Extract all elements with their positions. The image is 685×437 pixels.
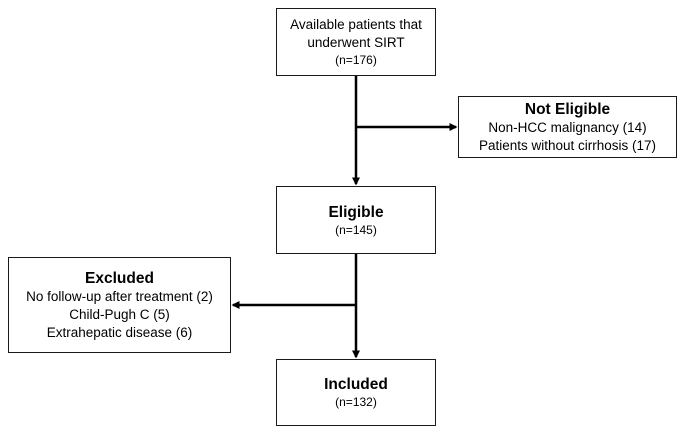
- included-title: Included: [324, 376, 388, 393]
- excluded-item-3: Extrahepatic disease (6): [46, 324, 193, 340]
- eligible-title: Eligible: [328, 203, 384, 221]
- included-box: Included (n=132): [276, 359, 436, 426]
- available-line-2: underwent SIRT: [307, 35, 405, 50]
- excluded-item-2: Child-Pugh C (5): [69, 306, 170, 322]
- not-eligible-title: Not Eligible: [524, 100, 611, 118]
- available-patients-box: Available patients that underwent SIRT (…: [276, 8, 436, 76]
- eligible-box: Eligible (n=145): [276, 186, 436, 254]
- not-eligible-box: Not Eligible Non-HCC malignancy (14) Pat…: [458, 96, 677, 158]
- excluded-box: Excluded No follow-up after treatment (2…: [8, 257, 231, 353]
- included-count: (n=132): [335, 395, 377, 409]
- available-count: (n=176): [335, 53, 377, 67]
- excluded-item-1: No follow-up after treatment (2): [26, 288, 213, 304]
- excluded-title: Excluded: [85, 269, 154, 287]
- available-line-1: Available patients that: [290, 17, 422, 32]
- not-eligible-item-1: Non-HCC malignancy (14): [488, 119, 647, 135]
- not-eligible-item-2: Patients without cirrhosis (17): [478, 137, 657, 153]
- eligible-count: (n=145): [335, 222, 377, 237]
